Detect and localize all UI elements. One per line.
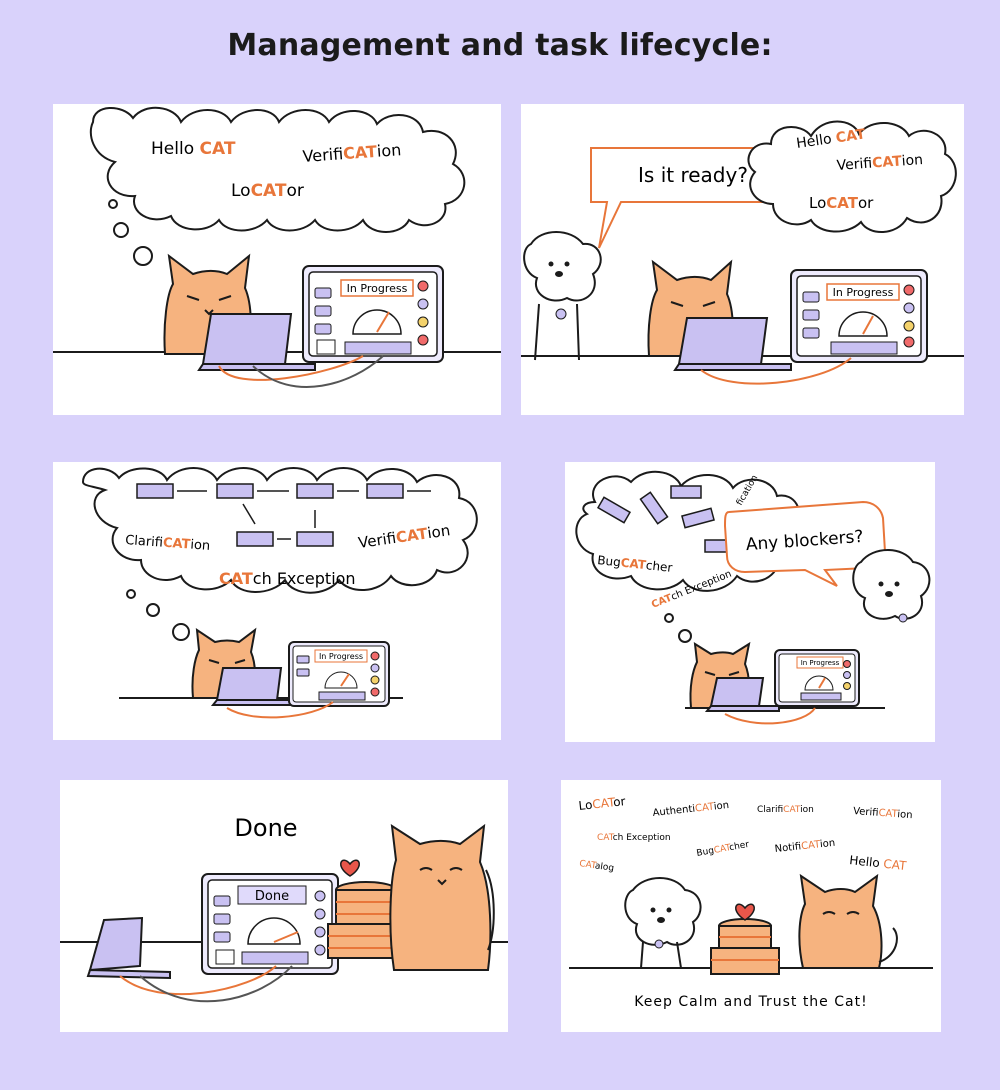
cat [389, 823, 492, 971]
status-device: In Progress [302, 265, 444, 363]
thought-cloud [81, 467, 478, 594]
thought-word: VerifiCATion [302, 140, 402, 166]
thought-cloud [89, 106, 466, 233]
status-device: Done [201, 873, 339, 975]
thought-dot [126, 589, 136, 599]
status-label: In Progress [833, 286, 894, 299]
thought-word: LoCATor [231, 181, 304, 201]
thought-cloud [747, 120, 957, 234]
cloud-word: VerifiCATion [853, 806, 913, 821]
poodle-dog [523, 231, 602, 361]
thought-word: VerifiCATion [357, 521, 451, 552]
panel-any-blockers: BugCATcher CATch Exception fication Any … [565, 462, 935, 742]
flow-diagram [136, 483, 431, 547]
thought-word: Hello CAT [795, 126, 867, 152]
laptop-icon [197, 313, 316, 371]
panel-planning: ClarifiCATion VerifiCATion CATch Excepti… [53, 462, 501, 740]
cat [798, 873, 898, 969]
thought-word: Hello CAT [151, 139, 236, 159]
flow-diagram [596, 485, 736, 553]
thought-dot [108, 199, 118, 209]
thought-word: VerifiCATion [836, 152, 923, 174]
status-device: In Progress [774, 649, 860, 707]
thought-word: CATch Exception [219, 569, 356, 588]
thought-dot [172, 623, 190, 641]
panel-keep-calm: LoCATor AuthentiCATion ClarifiCATion Ver… [561, 780, 941, 1032]
cat-tail [485, 869, 495, 951]
cable [119, 965, 277, 996]
heart-icon [735, 903, 755, 921]
cable [139, 965, 293, 1003]
thought-dot [678, 629, 692, 643]
cloud-word: CATch Exception [597, 833, 671, 843]
thought-word: BugCATcher [597, 553, 673, 575]
status-device: In Progress [288, 641, 390, 707]
page-title: Management and task lifecycle: [227, 28, 773, 63]
status-label: In Progress [319, 652, 363, 661]
thought-dot [146, 603, 160, 617]
cake [710, 918, 780, 975]
laptop-icon [86, 916, 171, 980]
cloud-word: Hello CAT [849, 853, 908, 873]
cable [700, 357, 852, 385]
status-device: In Progress [790, 269, 928, 363]
thought-word: LoCATor [809, 194, 874, 212]
cloud-word: ClarifiCATion [757, 805, 814, 815]
thought-dot [133, 246, 153, 266]
laptop-icon [210, 667, 300, 706]
thought-word: ClarifiCATion [125, 533, 211, 554]
cable [724, 707, 816, 725]
cloud-word: BugCATcher [696, 840, 750, 859]
speech-bubble [723, 500, 887, 587]
done-caption: Done [234, 814, 297, 842]
cloud-word: CATalog [579, 859, 615, 874]
thought-dot [664, 613, 674, 623]
cable [218, 355, 364, 381]
laptop-icon [704, 677, 780, 712]
speech-text: Is it ready? [638, 163, 748, 187]
poodle-dog [852, 549, 931, 623]
cable [226, 701, 334, 719]
panel-done: Done Done [60, 780, 508, 1032]
slogan: Keep Calm and Trust the Cat! [634, 994, 867, 1010]
heart-icon [340, 859, 360, 877]
status-label: In Progress [801, 659, 840, 667]
thought-dot [113, 222, 129, 238]
status-label: In Progress [347, 282, 408, 295]
panel-in-progress: Hello CAT VerifiCATion LoCATor In Progre… [53, 104, 501, 415]
poodle-dog [624, 877, 702, 969]
cloud-word: LoCATor [578, 794, 626, 813]
cloud-word: AuthentiCATion [652, 800, 729, 819]
cable [252, 355, 384, 388]
panel-is-it-ready: Is it ready? Hello CAT VerifiCATion LoCA… [521, 104, 964, 415]
cloud-word: NotifiCATion [774, 838, 836, 855]
status-label: Done [255, 889, 289, 904]
laptop-icon [673, 317, 792, 371]
